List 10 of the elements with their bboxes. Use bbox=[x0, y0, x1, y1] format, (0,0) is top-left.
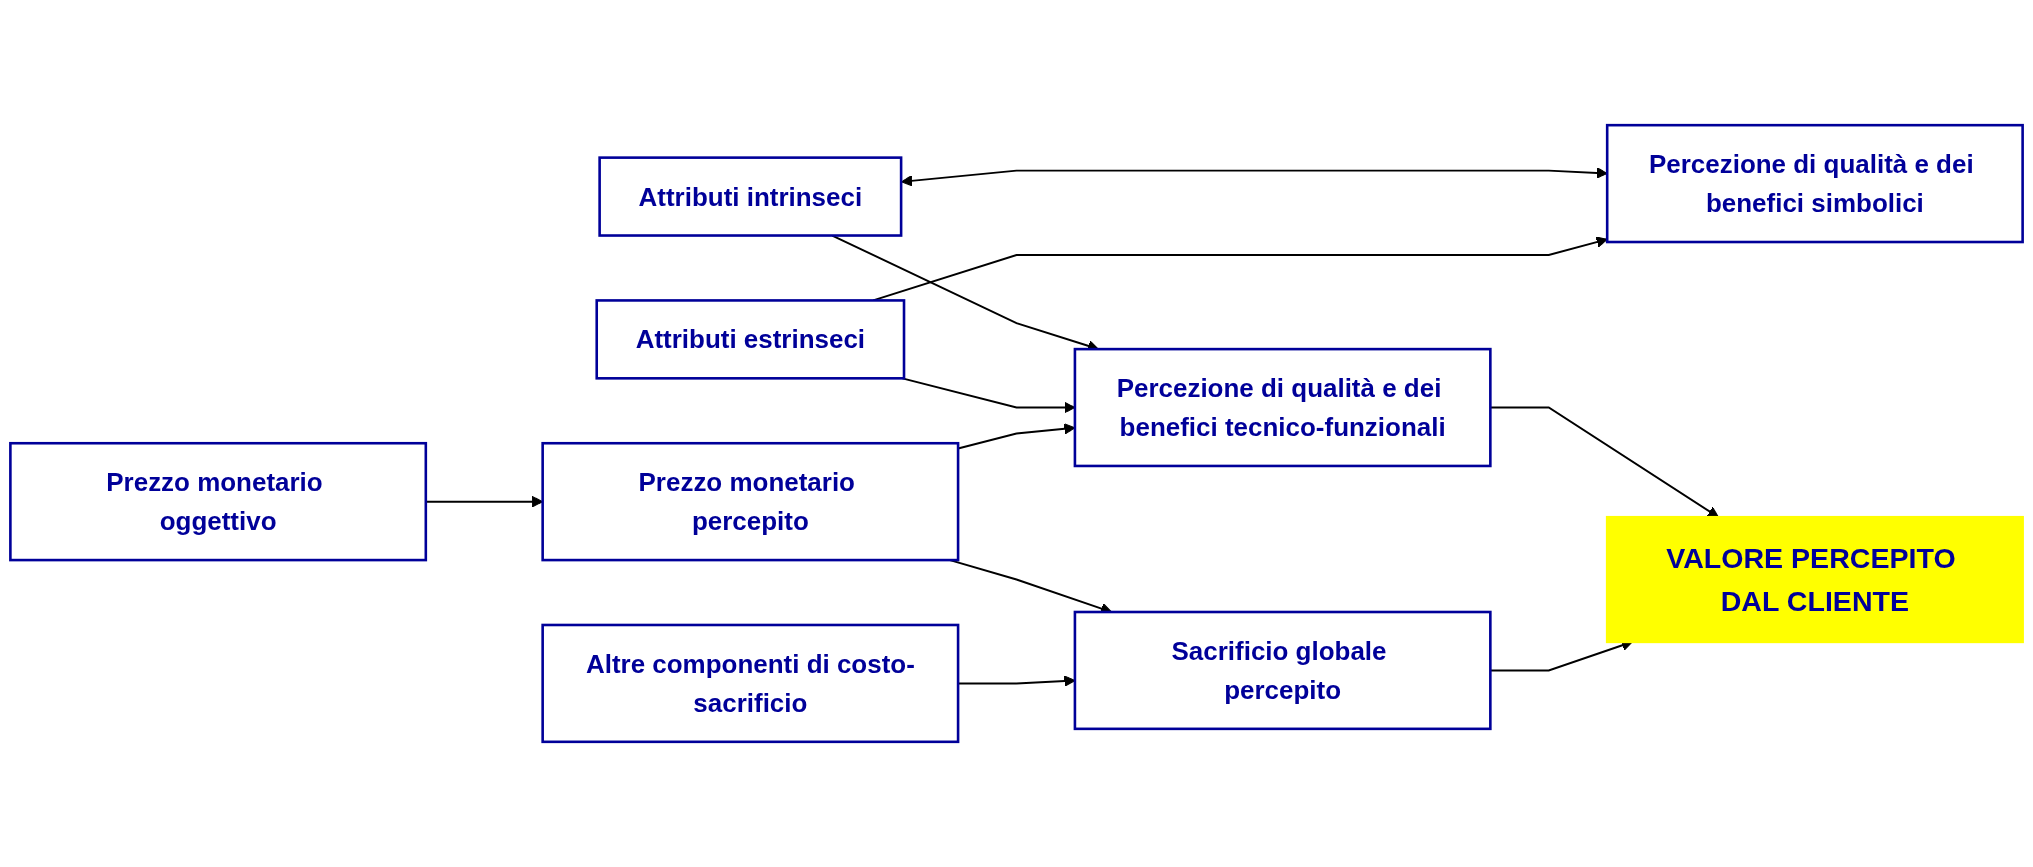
node-box: Prezzo monetario oggettivo bbox=[9, 441, 428, 562]
node-box: Attributi intrinseci bbox=[598, 156, 903, 237]
node-box: Percezione di qualità e dei benefici tecnico-funzionali bbox=[1073, 347, 1492, 468]
node-box: Attributi estrinseci bbox=[595, 299, 906, 380]
node-box: Sacrificio globale percepito bbox=[1073, 610, 1492, 731]
arrow bbox=[901, 167, 1608, 187]
node-box: Percezione di qualità e dei benefici simbolici bbox=[1605, 123, 2024, 244]
node-box: Prezzo monetario percepito bbox=[541, 441, 960, 562]
node-box: Altre componenti di costo-sacrificio bbox=[541, 623, 960, 744]
node-box: VALORE PERCEPITO DAL CLIENTE bbox=[1605, 515, 2024, 644]
